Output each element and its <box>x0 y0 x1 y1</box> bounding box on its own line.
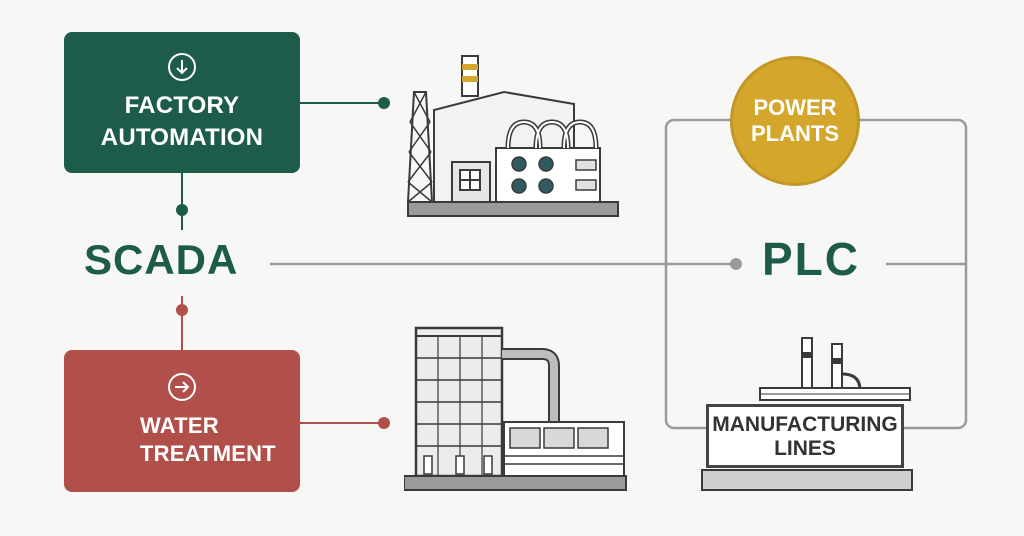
manufacturing-plant-icon <box>701 337 913 491</box>
water-treatment-line2: TREATMENT <box>140 441 276 466</box>
water-treatment-box: WATER TREATMENT <box>64 350 300 492</box>
right-arrow-icon <box>167 372 197 402</box>
water-treatment-plant-icon <box>404 326 627 491</box>
scada-label: SCADA <box>84 236 239 283</box>
connector-dot <box>176 304 188 316</box>
connector-dot <box>176 204 188 216</box>
connector-dot <box>378 417 390 429</box>
connector-dot <box>378 97 390 109</box>
water-treatment-line1: WATER <box>140 413 219 438</box>
power-plants-line2: PLANTS <box>751 121 839 146</box>
factory-automation-box: FACTORY AUTOMATION <box>64 32 300 173</box>
power-plants-node: POWER PLANTS <box>730 56 860 186</box>
factory-automation-line1: FACTORY <box>124 92 240 119</box>
factory-building-icon <box>406 55 619 217</box>
download-arrow-icon <box>167 52 197 82</box>
manufacturing-lines-line1: MANUFACTURING <box>712 413 898 436</box>
manufacturing-lines-line2: LINES <box>774 437 836 460</box>
plc-label: PLC <box>762 233 860 285</box>
manufacturing-lines-node: MANUFACTURING LINES <box>706 404 904 468</box>
power-plants-line1: POWER <box>753 95 837 120</box>
factory-automation-line2: AUTOMATION <box>100 124 264 151</box>
connector-dot <box>730 258 742 270</box>
